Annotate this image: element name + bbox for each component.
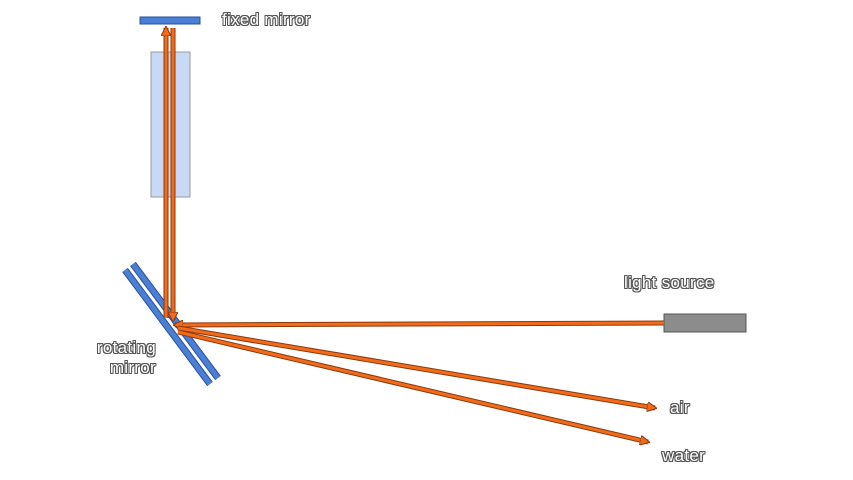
- light-source-box: [663, 313, 747, 333]
- beam-water: [177, 329, 648, 442]
- rotating-mirror-label-line2: mirror: [109, 358, 156, 377]
- beam-incoming: [175, 323, 665, 325]
- air-label: air: [670, 398, 690, 417]
- fixed-mirror-label: fixed mirror: [222, 10, 311, 29]
- beam-air: [177, 325, 655, 408]
- water-label: water: [662, 446, 706, 465]
- fixed-mirror: [139, 16, 201, 25]
- light-source-label: light source: [624, 273, 715, 292]
- rotating-mirror-label-line1: rotating: [96, 338, 156, 357]
- rotating-mirror-label: rotating mirror: [70, 338, 156, 378]
